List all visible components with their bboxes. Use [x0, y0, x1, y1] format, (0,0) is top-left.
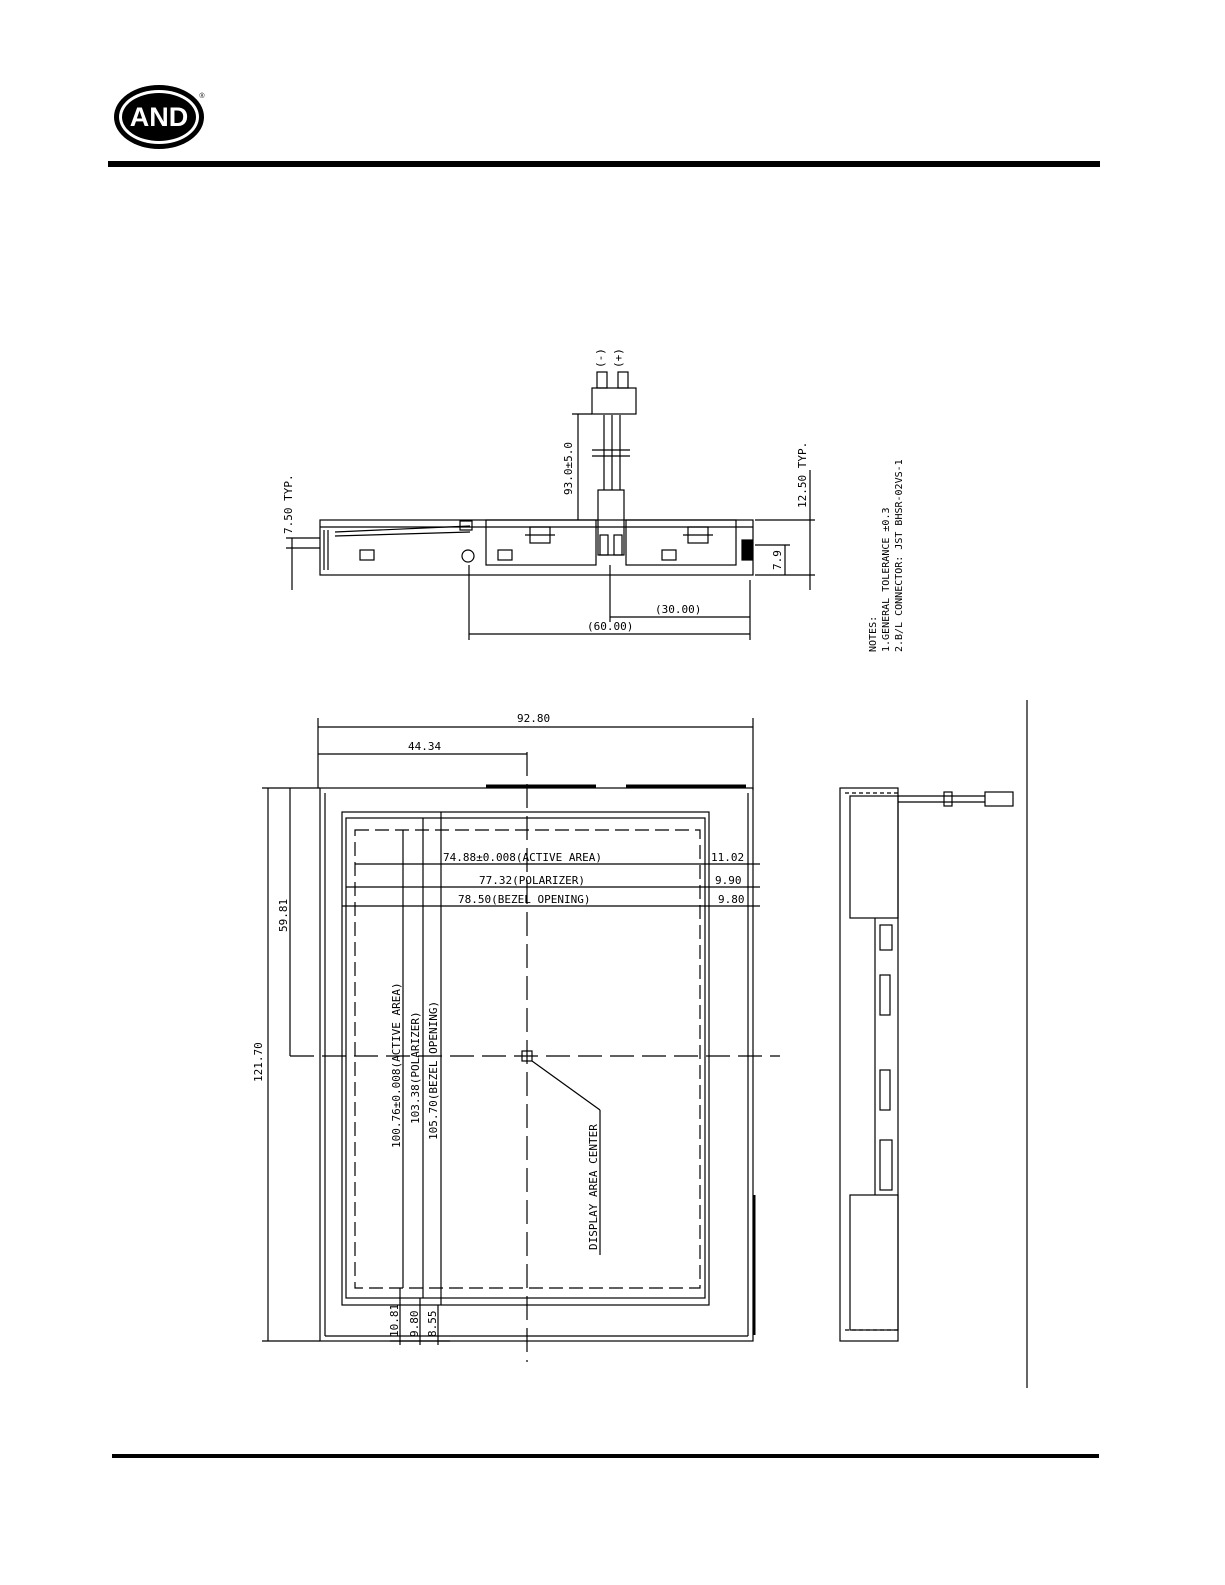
notes-line-2: 2.B/L CONNECTOR: JST BHSR-02VS-1 [894, 459, 905, 652]
right-side-inverter-bottom [849, 1194, 899, 1331]
notes-title: NOTES: [868, 616, 879, 652]
wire-pin-label-minus: (-) [594, 348, 607, 368]
polarizer-height-dim: 103.38(POLARIZER) [409, 1011, 422, 1124]
footer-rule [112, 1454, 1099, 1458]
module-width-dim: 92.80 [517, 712, 550, 725]
polarizer-width-dim: 77.32(POLARIZER) [479, 874, 585, 887]
wire-pin-label-plus: (+) [612, 348, 625, 368]
polarizer-outline [345, 817, 706, 1299]
side-cable-connector [597, 489, 625, 556]
bottom-dim-3: 8.55 [426, 1311, 439, 1338]
front-module-outline [319, 787, 754, 1342]
logo-text: AND [130, 102, 189, 132]
side-wire-plug [591, 387, 637, 415]
header-rule [108, 161, 1100, 167]
side-view [286, 371, 815, 640]
bezel-height-dim: 105.70(BEZEL OPENING) [427, 1001, 440, 1140]
height-to-center-dim: 59.81 [277, 899, 290, 932]
active-area-width-dim: 74.88±0.008(ACTIVE AREA) [443, 851, 602, 864]
height-right-dim: 7.9 [771, 550, 784, 570]
dim-30: (30.00) [655, 603, 701, 616]
and-logo: AND ® [114, 85, 205, 149]
notes-line-1: 1.GENERAL TOLERANCE ±0.3 [881, 508, 892, 653]
typ-right-dim: 12.50 TYP. [796, 442, 809, 508]
module-height-dim: 121.70 [252, 1042, 265, 1082]
bezel-opening-outline [341, 811, 710, 1306]
side-connector-box-left [485, 519, 597, 566]
right-side-inverter-top [849, 795, 899, 919]
side-connector-box-right [625, 519, 737, 566]
width-to-center-dim: 44.34 [408, 740, 441, 753]
right-side-wire-plug [984, 791, 1014, 807]
margin-dim-2: 9.90 [715, 874, 742, 887]
right-side-outline [839, 787, 899, 1342]
front-view [262, 718, 780, 1362]
bezel-width-dim: 78.50(BEZEL OPENING) [458, 893, 590, 906]
display-area-center-label: DISPLAY AREA CENTER [587, 1124, 600, 1250]
right-side-view [839, 700, 1028, 1388]
active-area-height-dim: 100.76±0.008(ACTIVE AREA) [390, 982, 403, 1148]
typ-left-dim: 7.50 TYP. [282, 474, 295, 534]
margin-dim-1: 11.02 [711, 851, 744, 864]
bottom-dim-1: 10.81 [388, 1304, 401, 1337]
wire-length-dim: 93.0±5.0 [562, 442, 575, 495]
dim-60: (60.00) [587, 620, 633, 633]
margin-dim-3: 9.80 [718, 893, 745, 906]
logo-registered-mark: ® [199, 92, 205, 100]
bottom-dim-2: 9.80 [408, 1311, 421, 1338]
